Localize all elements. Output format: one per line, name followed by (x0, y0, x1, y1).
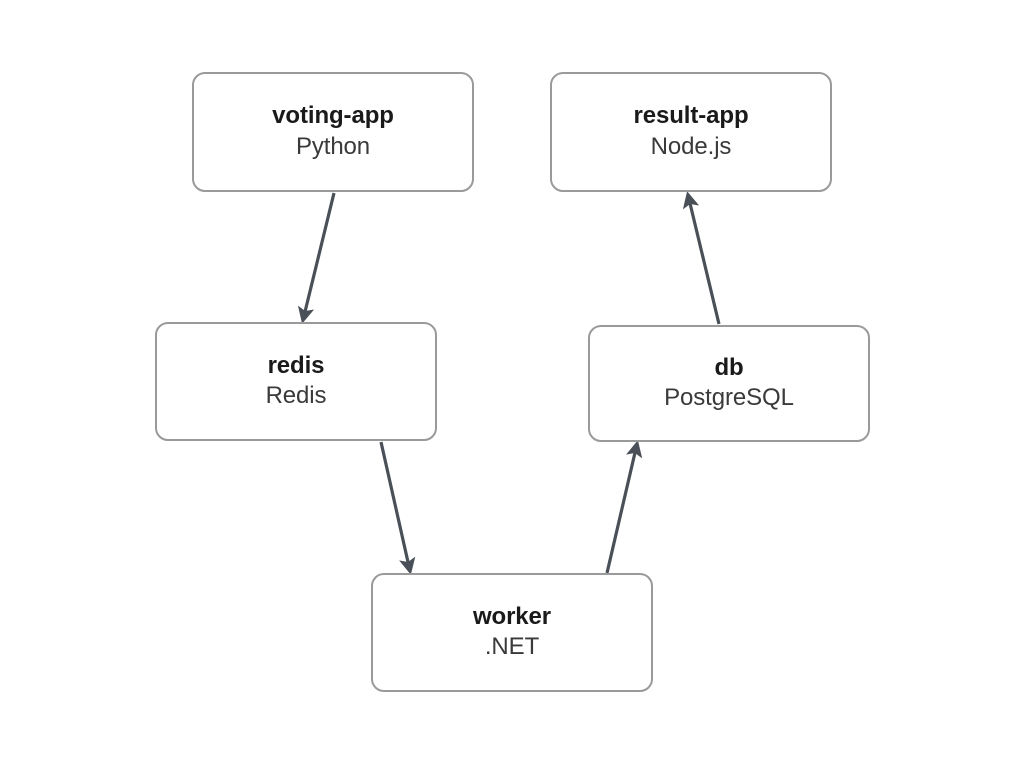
node-subtitle: Redis (265, 382, 327, 410)
node-title: redis (267, 351, 325, 379)
node-result-app[interactable]: result-app Node.js (550, 72, 832, 192)
node-title: db (714, 353, 744, 381)
node-subtitle: PostgreSQL (664, 384, 794, 412)
node-redis[interactable]: redis Redis (155, 322, 437, 441)
node-subtitle: .NET (484, 633, 540, 661)
node-title: voting-app (272, 102, 394, 130)
node-subtitle: Python (295, 132, 371, 160)
node-worker[interactable]: worker .NET (371, 573, 653, 692)
edge-db-to-result-app (682, 191, 721, 325)
node-subtitle: Node.js (650, 132, 732, 160)
edge-redis-to-worker (379, 441, 416, 575)
node-voting-app[interactable]: voting-app Python (192, 72, 474, 192)
node-db[interactable]: db PostgreSQL (588, 325, 870, 442)
edge-worker-to-db (605, 440, 643, 574)
node-title: worker (472, 602, 552, 630)
node-title: result-app (633, 102, 749, 130)
edge-voting-app-to-redis (297, 192, 336, 324)
